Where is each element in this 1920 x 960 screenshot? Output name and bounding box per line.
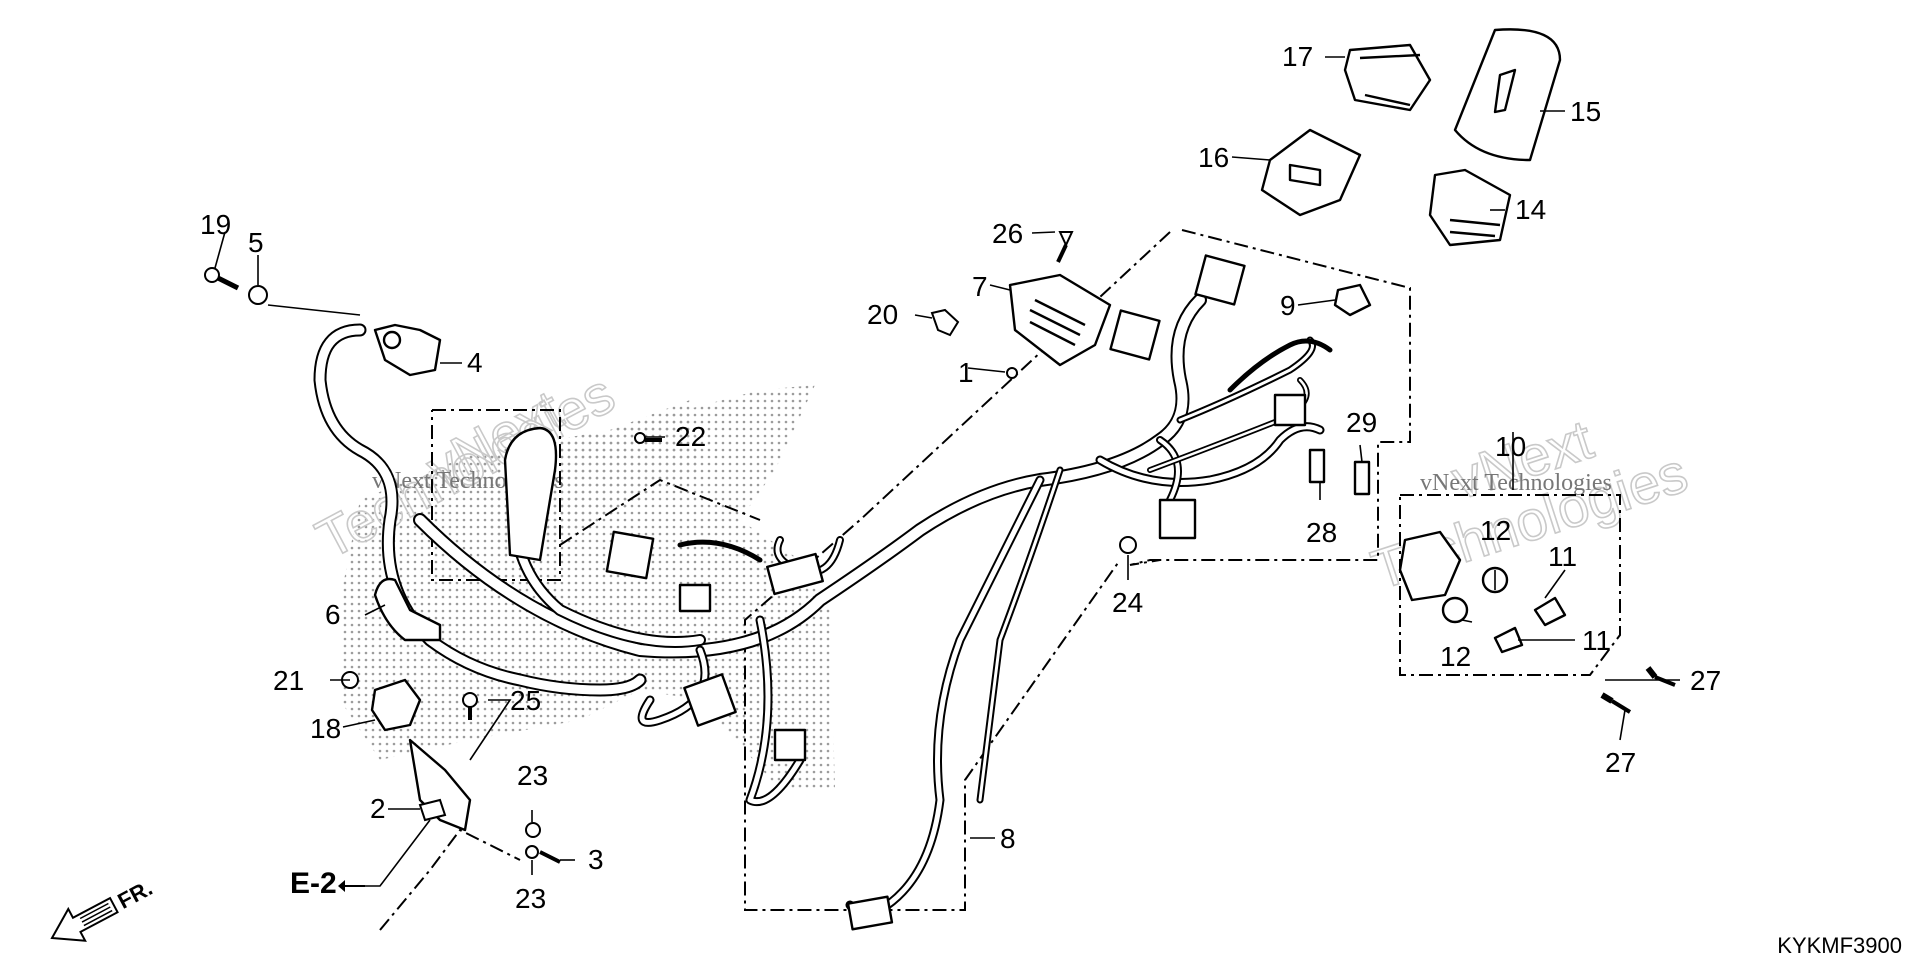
- callout-10: 10: [1495, 431, 1526, 462]
- callout-1: 1: [958, 357, 974, 388]
- connector: [1158, 498, 1197, 540]
- leader-lines: [214, 56, 1680, 887]
- relay-14: [1428, 168, 1512, 247]
- clip-20: [930, 308, 960, 337]
- bolt-27: [1645, 666, 1676, 687]
- regulator-7: [1008, 273, 1112, 367]
- connector: [678, 583, 712, 613]
- connector: [683, 673, 737, 727]
- connector: [773, 728, 807, 762]
- callout-22: 22: [675, 421, 706, 452]
- callout-6: 6: [325, 599, 341, 630]
- callout-25: 25: [510, 685, 541, 716]
- starter-relay-4: [373, 323, 442, 377]
- reference-e2: E-2: [290, 867, 365, 900]
- nut-5: [248, 285, 268, 305]
- callout-15: 15: [1570, 96, 1601, 127]
- components: [370, 28, 1567, 931]
- wire-harness: [413, 293, 1333, 919]
- washer-23: [525, 822, 541, 838]
- washer-23: [525, 845, 539, 859]
- callout-20: 20: [867, 299, 898, 330]
- callout-23a: 23: [517, 760, 548, 791]
- drawing-code: KYKMF3900: [1777, 933, 1902, 958]
- callout-19: 19: [200, 209, 231, 240]
- callout-18: 18: [310, 713, 341, 744]
- bolt-27: [1600, 692, 1632, 714]
- callout-11a: 11: [1548, 541, 1577, 572]
- sensor-18: [370, 678, 472, 832]
- module-16: [1260, 128, 1362, 217]
- callout-17: 17: [1282, 41, 1313, 72]
- cap-9: [1333, 283, 1372, 317]
- cover-6: [373, 577, 442, 642]
- group-outlines: [379, 229, 1621, 931]
- clamp-2: [418, 798, 447, 822]
- callout-12b: 12: [1440, 641, 1471, 672]
- callout-labels: 1 2 3 4 5 6 7 8 9 10 11 11 12 12 14 15 1…: [200, 41, 1721, 914]
- callout-9: 9: [1280, 290, 1296, 321]
- nut-1: [1006, 367, 1018, 379]
- bolt-26: [1056, 231, 1074, 263]
- callout-24: 24: [1112, 587, 1143, 618]
- bolt-19: [204, 267, 240, 291]
- connector: [846, 895, 894, 931]
- watermark-caption: vNext Technologies: [1420, 470, 1612, 496]
- relay-17: [1343, 43, 1432, 112]
- callout-27a: 27: [1690, 665, 1721, 696]
- fasteners: [204, 231, 1676, 864]
- callout-16: 16: [1198, 142, 1229, 173]
- front-direction-arrow-icon: FR.: [50, 875, 157, 942]
- callout-14: 14: [1515, 194, 1546, 225]
- callout-29: 29: [1346, 407, 1377, 438]
- callout-21: 21: [273, 665, 304, 696]
- callout-23b: 23: [515, 883, 546, 914]
- callout-28: 28: [1306, 517, 1337, 548]
- fuse-28: [1308, 448, 1326, 484]
- connector: [766, 552, 824, 596]
- reference-label: E-2: [290, 867, 337, 900]
- callout-11b: 11: [1582, 625, 1611, 656]
- direction-label: FR.: [113, 875, 156, 914]
- callout-27b: 27: [1605, 747, 1636, 778]
- grommet-12: [1441, 596, 1469, 624]
- bolt-24: [1119, 536, 1137, 554]
- fuse-29: [1353, 460, 1371, 496]
- callout-7: 7: [972, 271, 988, 302]
- indicator-switch: [503, 426, 558, 562]
- cover-15: [1453, 28, 1562, 162]
- callout-12a: 12: [1480, 515, 1511, 546]
- collar-11: [1533, 596, 1567, 627]
- bolt-25: [462, 692, 478, 720]
- connector: [1194, 254, 1246, 306]
- callout-2: 2: [370, 793, 386, 824]
- stipple-area: [340, 385, 835, 790]
- switch-connector: [605, 530, 655, 580]
- connector: [1273, 393, 1307, 427]
- callout-4: 4: [467, 347, 483, 378]
- callout-26: 26: [992, 218, 1023, 249]
- callout-8: 8: [1000, 823, 1016, 854]
- connector: [1109, 309, 1161, 361]
- callout-5: 5: [248, 227, 264, 258]
- bolt-22: [634, 432, 662, 444]
- fuse-box-10: [1398, 530, 1462, 602]
- screw-3: [539, 850, 561, 864]
- collar-11: [1493, 626, 1524, 654]
- callout-3: 3: [588, 844, 604, 875]
